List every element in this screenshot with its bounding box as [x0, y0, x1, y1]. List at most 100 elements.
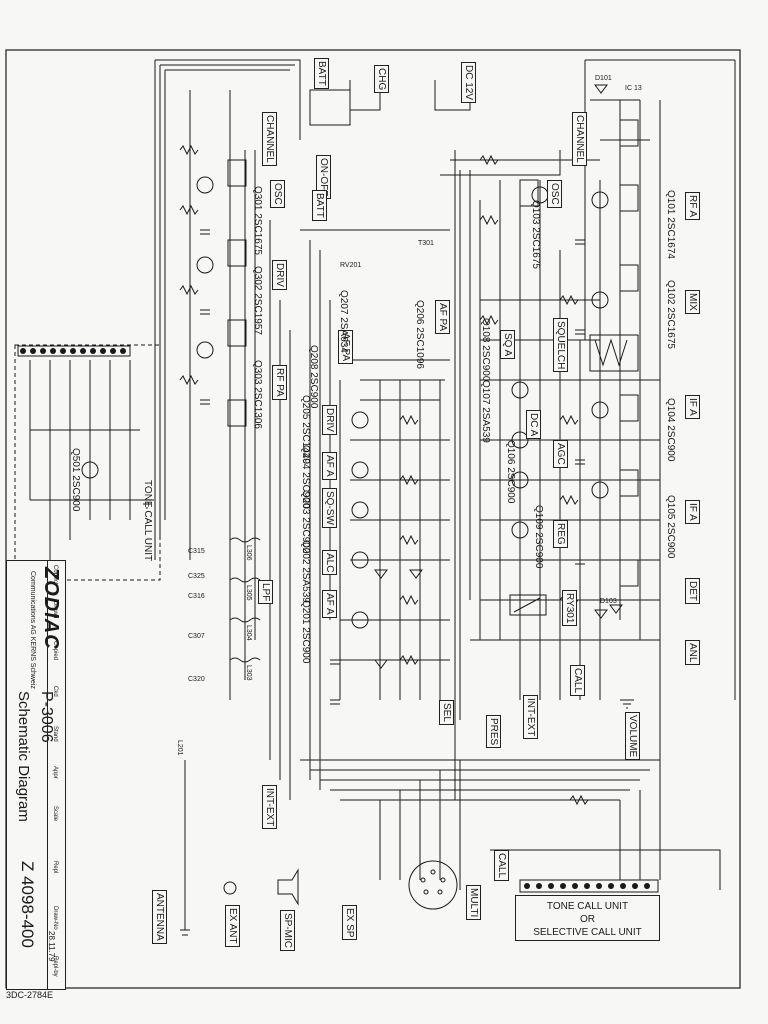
selective-call-unit-box: TONE CALL UNIT OR SELECTIVE CALL UNIT [515, 895, 660, 941]
box-af-pa-1: AF PA [435, 300, 450, 335]
transistor-q202: Q202 2SA539 [300, 540, 311, 603]
title-block: ZODIAC Communications AG KERNS Schweiz P… [6, 560, 66, 990]
box-sp-mic: SP-MIC [280, 910, 295, 951]
tone-call-unit-label: TONE CALL UNIT [142, 480, 153, 562]
box-af-pa-2: AF PA [338, 330, 353, 365]
box-if-a-1: IF A [685, 395, 700, 419]
box-sq-a: SQ A [500, 330, 515, 360]
transistor-q201: Q201 2SC900 [300, 600, 311, 664]
transistor-q302: Q302 2SC1957 [252, 266, 263, 335]
title-date: 28.11.79 [47, 931, 56, 962]
box-dc-a: DC A [526, 410, 541, 440]
box-ex-sp: EX SP [342, 905, 357, 941]
title-description: Schematic Diagram [15, 691, 32, 822]
transistor-q109: Q109 2SC900 [533, 505, 544, 569]
box-relay-ry301: RY301 [562, 590, 577, 627]
transistor-q501: Q501 2SC900 [70, 448, 81, 512]
transistor-q103: Q103 2SC1675 [530, 200, 541, 269]
box-lpf: LPF [258, 580, 273, 605]
box-batt-mid: BATT [312, 190, 327, 221]
title-company: Communications AG KERNS Schweiz [29, 571, 36, 689]
title-field-draw-no: Draw-No [52, 906, 58, 930]
transistor-q106: Q106 2SC900 [505, 440, 516, 504]
selective-line-3: SELECTIVE CALL UNIT [533, 927, 642, 938]
label-l305: L305 [245, 585, 252, 601]
box-pres: PRES [486, 715, 501, 749]
box-rf-pa-left: RF PA [272, 365, 287, 400]
title-field-drawn: Drawn [52, 601, 58, 619]
label-d101: D101 [595, 75, 612, 82]
label-d103: D103 [600, 598, 617, 605]
label-c315: C315 [188, 548, 205, 555]
box-reg: REG [553, 520, 568, 548]
box-call-bottom: CALL [494, 850, 509, 882]
transistor-q108: Q108 2SC900 [480, 318, 491, 382]
box-sq-sw: SQ-SW [322, 488, 337, 528]
box-batt-top: BATT [314, 58, 329, 89]
box-int-ext-mid: INT-EXT [523, 695, 538, 740]
title-field-scale: Scale [52, 806, 58, 822]
title-brand: ZODIAC [40, 567, 62, 650]
title-field-repl-by: Repl-by [52, 956, 58, 977]
box-int-ext-left: INT-EXT [262, 785, 277, 830]
box-call-mid: CALL [570, 665, 585, 697]
box-if-a-2: IF A [685, 500, 700, 524]
transistor-q303: Q303 2SC1306 [252, 360, 263, 429]
box-dc-12v: DC 12V [461, 62, 476, 104]
transistor-q203: Q203 2SC900 [300, 490, 311, 554]
transistor-q208: Q208 2SC900 [308, 345, 319, 409]
box-anl: ANL [685, 640, 700, 666]
label-l306: L306 [245, 545, 252, 561]
box-mix: MIX [685, 290, 700, 314]
box-multi: MULTI [466, 885, 481, 921]
transistor-q104: Q104 2SC900 [665, 398, 676, 462]
transistor-q205: Q205 2SC1449 [300, 395, 311, 464]
box-chg: CHG [374, 65, 389, 94]
label-c316: C316 [188, 593, 205, 600]
box-sel: SEL [439, 700, 454, 725]
title-field-copied: Copied [52, 641, 58, 661]
selective-line-2: OR [580, 914, 595, 925]
label-c325: C325 [188, 573, 205, 580]
label-c307: C307 [188, 633, 205, 640]
label-t301: T301 [418, 240, 434, 247]
box-agc: AGC [553, 440, 568, 468]
label-l303: L303 [245, 665, 252, 681]
box-osc-right: OSC [547, 180, 562, 208]
box-antenna: ANTENNA [152, 890, 167, 944]
title-model: P-3006 [38, 691, 55, 743]
title-field-ckd: Ckd [52, 686, 58, 697]
box-det: DET [685, 578, 700, 604]
label-rv201: RV201 [340, 262, 362, 269]
transistor-q102: Q102 2SC1675 [665, 280, 676, 349]
box-af-a-1: AF A [322, 452, 337, 480]
title-field-appr: Appr [52, 766, 58, 779]
box-osc-left: OSC [270, 180, 285, 208]
title-field-repl: Repl [52, 861, 58, 874]
title-drawing-number: Z 4098-400 [18, 861, 37, 948]
selective-line-1: TONE CALL UNIT [546, 901, 629, 912]
transistor-q207: Q207 2SA634 [338, 290, 349, 353]
transistor-q204: Q204 2SC900 [300, 445, 311, 509]
box-af-a-2: AF A [322, 590, 337, 618]
transistor-q105: Q105 2SC900 [665, 495, 676, 559]
label-l201: L201 [176, 740, 183, 756]
box-channel-right: CHANNEL [572, 112, 587, 166]
transistor-q107: Q107 2SA539 [480, 380, 491, 443]
box-channel-left: CHANNEL [262, 112, 277, 166]
box-rf-a: RF A [685, 192, 700, 221]
transistor-q206: Q206 2SC1096 [414, 300, 425, 369]
title-field-stand: Stand [52, 726, 58, 742]
transistor-q101: Q101 2SC1674 [665, 190, 676, 259]
footer-code: 3DC-2784E [6, 990, 54, 1000]
box-driv-mid: DRIV [322, 405, 337, 435]
box-driv-left: DRIV [272, 260, 287, 290]
label-ic13: IC 13 [625, 85, 642, 92]
transistor-q301: Q301 2SC1675 [252, 186, 263, 255]
box-alc: ALC [322, 550, 337, 576]
label-c320: C320 [188, 676, 205, 683]
box-squelch: SQUELCH [553, 318, 568, 373]
title-field-correct: Correct [52, 565, 58, 585]
label-l304: L304 [245, 625, 252, 641]
